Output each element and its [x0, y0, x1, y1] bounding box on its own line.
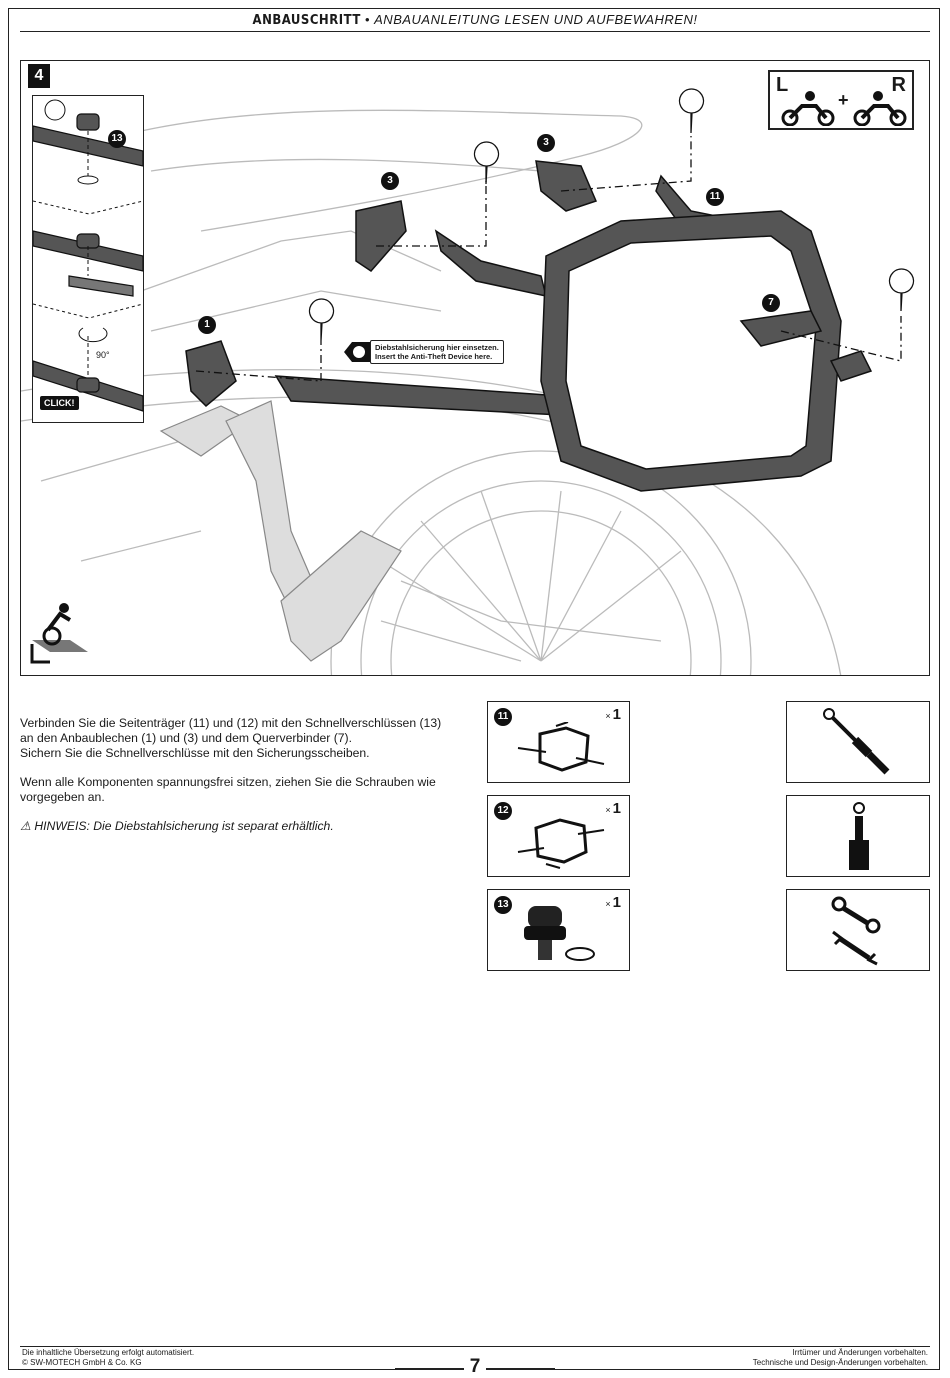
part-badge: 13 — [494, 896, 512, 914]
header-title: ANBAUSCHRITT — [252, 13, 361, 28]
para1-line2: an den Anbaublechen (1) und (3) und dem … — [20, 731, 352, 745]
qty-value: 1 — [612, 894, 621, 911]
page-number: 7 — [0, 1356, 950, 1378]
part-qty: ×1 — [605, 800, 621, 817]
footer-disclaimer-1: Irrtümer und Änderungen vorbehalten. — [792, 1348, 928, 1357]
part-label-13: 13 — [108, 130, 126, 148]
tool-card-1 — [786, 701, 930, 783]
hex-socket-icon — [849, 802, 869, 870]
note-text: HINWEIS: Die Diebstahlsicherung ist sepa… — [34, 819, 334, 833]
note: ⚠ HINWEIS: Die Diebstahlsicherung ist se… — [20, 819, 470, 834]
qty-value: 1 — [612, 800, 621, 817]
motorcycle-left-icon — [781, 91, 835, 126]
quick-lock-icon — [524, 906, 595, 961]
footer-left: Die inhaltliche Übersetzung erfolgt auto… — [22, 1348, 194, 1368]
part-badge: 11 — [494, 708, 512, 726]
qty-prefix: × — [605, 899, 611, 909]
part-card-13: 13 ×1 — [487, 889, 630, 971]
qty-prefix: × — [605, 805, 611, 815]
footer-translation-note: Die inhaltliche Übersetzung erfolgt auto… — [22, 1348, 195, 1357]
footer-disclaimer-2: Technische und Design-Änderungen vorbeha… — [752, 1358, 928, 1367]
lock-icon — [344, 342, 370, 362]
plus-label: + — [838, 90, 849, 110]
tool-card-2 — [786, 795, 930, 877]
part-card-11: 11 ×1 — [487, 701, 630, 783]
part-card-12: 12 ×1 — [487, 795, 630, 877]
part-qty: ×1 — [605, 706, 621, 723]
quick-lock-detail-drawing — [32, 99, 144, 412]
footer-rule — [20, 1346, 930, 1347]
footer-right: Irrtümer und Änderungen vorbehalten. Tec… — [753, 1348, 928, 1368]
para1-line1: Verbinden Sie die Seitenträger (11) und … — [20, 716, 442, 730]
right-label: R — [891, 74, 906, 96]
warning-icon: ⚠ — [20, 819, 31, 833]
part-label-1: 1 — [198, 316, 216, 334]
qty-prefix: × — [605, 711, 611, 721]
assembly-figure — [20, 60, 930, 676]
instruction-paragraph-2: Wenn alle Komponenten spannungsfrei sitz… — [20, 775, 470, 805]
rotation-label: 90° — [96, 350, 110, 360]
callout-text-en: Insert the Anti-Theft Device here. — [375, 352, 493, 361]
torque-screwdriver-icon — [823, 708, 890, 775]
side-carrier-right-icon — [517, 818, 605, 869]
wrench-pair-icon — [831, 896, 881, 966]
part-qty: ×1 — [605, 894, 621, 911]
header-separator: • — [364, 12, 371, 27]
side-carrier-left-icon — [517, 722, 605, 772]
instruction-text: Verbinden Sie die Seitenträger (11) und … — [20, 716, 470, 848]
para2-line2: vorgegeben an. — [20, 790, 105, 804]
part-label-3a: 3 — [381, 172, 399, 190]
tool-card-3 — [786, 889, 930, 971]
part-badge: 12 — [494, 802, 512, 820]
header-rule — [20, 31, 930, 32]
orientation-motorcycle-icon — [30, 603, 88, 664]
callout-text-de: Diebstahlsicherung hier einsetzen. — [375, 343, 499, 352]
anti-theft-callout: Diebstahlsicherung hier einsetzen. Inser… — [370, 340, 504, 364]
para2-line1: Wenn alle Komponenten spannungsfrei sitz… — [20, 775, 436, 789]
left-right-indicator: L R + — [768, 70, 914, 130]
part-label-3b: 3 — [537, 134, 555, 152]
qty-value: 1 — [612, 706, 621, 723]
para1-line3: Sichern Sie die Schnellverschlüsse mit d… — [20, 746, 370, 760]
step-number: 4 — [28, 64, 50, 88]
detail-inset — [32, 95, 144, 423]
footer-copyright: © SW-MOTECH GmbH & Co. KG — [22, 1358, 142, 1367]
part-label-11: 11 — [706, 188, 724, 206]
part-label-7: 7 — [762, 294, 780, 312]
motorcycle-right-icon — [853, 91, 907, 126]
click-label: CLICK! — [40, 396, 79, 410]
left-label: L — [776, 74, 789, 96]
page-header: ANBAUSCHRITT • ANBAUANLEITUNG LESEN UND … — [20, 12, 930, 28]
header-subtitle: ANBAUANLEITUNG LESEN UND AUFBEWAHREN! — [374, 12, 698, 27]
motorcycle-drawing — [21, 88, 915, 675]
instruction-paragraph-1: Verbinden Sie die Seitenträger (11) und … — [20, 716, 470, 761]
page-number-value: 7 — [463, 1356, 487, 1377]
